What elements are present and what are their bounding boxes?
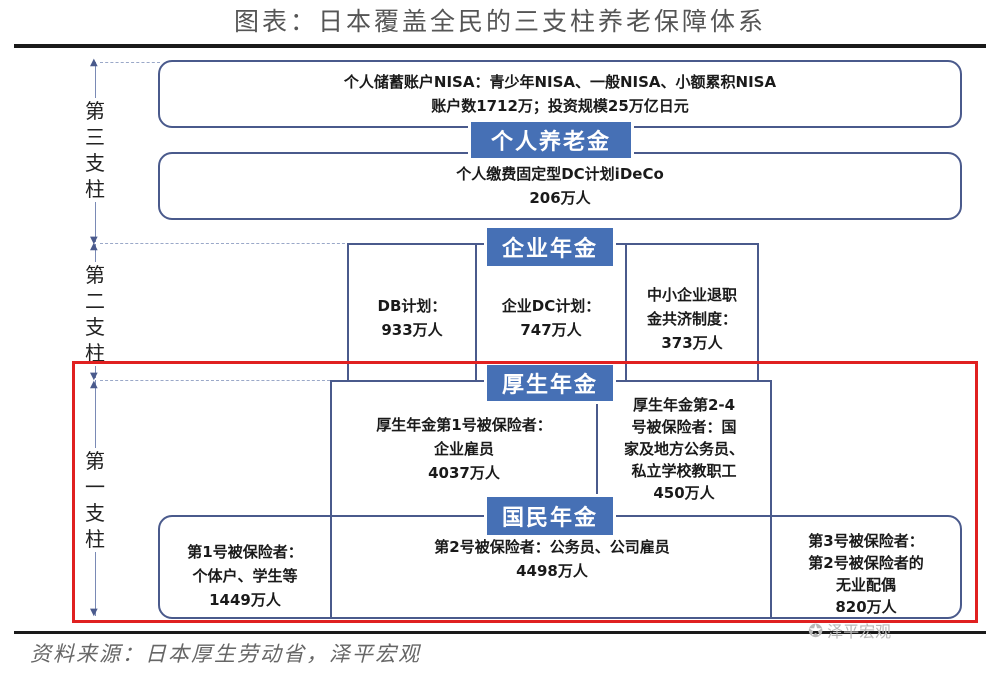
kosei-insured-1-line2: 企业雇员	[433, 440, 494, 458]
axis-arrow-up-icon: ▲	[90, 379, 98, 390]
nisa-line2: 账户数1712万；投资规模25万亿日元	[431, 97, 689, 115]
kosei-insured-1-count: 4037万人	[428, 464, 500, 482]
pillar-label-first: 第一支柱	[82, 448, 108, 552]
kosei-insured-2-4-cell: 厚生年金第2-4 号被保险者：国 家及地方公务员、 私立学校教职工 450万人	[596, 380, 772, 518]
kokumin-nenkin-label: 国民年金	[484, 494, 616, 538]
insured-2-line1: 第2号被保险者：公务员、公司雇员	[434, 538, 670, 556]
kosei-insured-2-4-line2: 号被保险者：国	[631, 418, 737, 436]
db-plan-count: 933万人	[381, 321, 443, 339]
ideco-box: 个人缴费固定型DC计划iDeCo 206万人	[158, 152, 962, 220]
sme-retirement-line2: 金共济制度：	[646, 310, 737, 328]
insured-3-count: 820万人	[835, 598, 897, 616]
insured-3-line3: 无业配偶	[835, 576, 896, 594]
nisa-line1: 个人储蓄账户NISA：青少年NISA、一般NISA、小额累积NISA	[343, 73, 777, 91]
kosei-insured-2-4-line4: 私立学校教职工	[631, 462, 737, 480]
db-plan-cell: DB计划： 933万人	[347, 243, 477, 383]
axis-arrow-up-icon: ▲	[90, 57, 98, 68]
personal-pension-label: 个人养老金	[468, 119, 634, 161]
watermark-text: 泽平宏观	[827, 622, 892, 641]
top-rule	[14, 44, 986, 48]
highlight-frame	[72, 361, 978, 623]
corporate-pension-label: 企业年金	[484, 225, 616, 269]
pillar-label-third: 第三支柱	[82, 98, 108, 202]
insured-1-cell: 第1号被保险者： 个体户、学生等 1449万人	[160, 517, 332, 617]
corporate-dc-count: 747万人	[520, 321, 582, 339]
corporate-dc-label: 企业DC计划：	[501, 297, 601, 315]
sme-retirement-count: 373万人	[661, 334, 723, 352]
guide-line	[100, 243, 350, 244]
pillar-label-second: 第二支柱	[82, 262, 108, 366]
nisa-box: 个人储蓄账户NISA：青少年NISA、一般NISA、小额累积NISA 账户数17…	[158, 60, 962, 128]
kosei-insured-2-4-line3: 家及地方公务员、	[623, 440, 744, 458]
axis-arrow-up-icon: ▲	[90, 241, 98, 252]
wechat-icon: ✪	[808, 621, 824, 642]
source-note: 资料来源：日本厚生劳动省，泽平宏观	[30, 642, 421, 666]
axis-arrow-down-icon: ▼	[90, 371, 98, 382]
insured-1-line1: 第1号被保险者：	[187, 543, 303, 561]
insured-3-line2: 第2号被保险者的	[808, 554, 924, 572]
sme-retirement-line1: 中小企业退职	[646, 286, 737, 304]
kosei-insured-1-line1: 厚生年金第1号被保险者：	[376, 416, 552, 434]
insured-3-line1: 第3号被保险者：	[808, 532, 924, 550]
kosei-insured-2-4-line1: 厚生年金第2-4	[632, 396, 736, 414]
kokumin-nenkin-box	[158, 515, 962, 619]
watermark: ✪泽平宏观	[808, 618, 891, 642]
insured-2-count: 4498万人	[516, 562, 588, 580]
sme-retirement-cell: 中小企业退职 金共济制度： 373万人	[625, 243, 759, 383]
insured-3-cell: 第3号被保险者： 第2号被保险者的 无业配偶 820万人	[770, 517, 960, 617]
ideco-line2: 206万人	[529, 189, 591, 207]
kosei-insured-2-4-count: 450万人	[653, 484, 715, 502]
axis-arrow-down-icon: ▼	[90, 235, 98, 246]
bottom-rule	[14, 631, 986, 634]
db-plan-label: DB计划：	[377, 297, 447, 315]
insured-1-count: 1449万人	[209, 591, 281, 609]
guide-line	[100, 62, 160, 63]
insured-1-line2: 个体户、学生等	[192, 567, 298, 585]
guide-line	[100, 380, 330, 381]
axis-arrow-down-icon: ▼	[90, 607, 98, 618]
ideco-line1: 个人缴费固定型DC计划iDeCo	[456, 165, 664, 183]
kosei-nenkin-label: 厚生年金	[484, 362, 616, 404]
insured-2-cell: 第2号被保险者：公务员、公司雇员 4498万人	[332, 517, 772, 617]
chart-title: 图表：日本覆盖全民的三支柱养老保障体系	[233, 7, 766, 36]
